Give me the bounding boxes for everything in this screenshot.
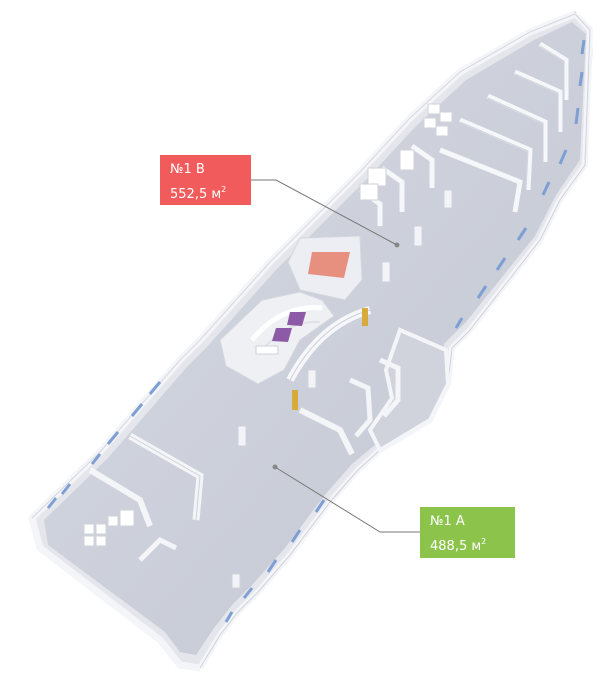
zone-b-area-unit-sup: 2 bbox=[221, 185, 227, 194]
zone-b-label: №1 В 552,5 м2 bbox=[160, 155, 251, 205]
pink-room bbox=[308, 252, 350, 278]
upper-rooms bbox=[358, 41, 569, 226]
toilet-block-top bbox=[359, 103, 453, 201]
windows bbox=[46, 39, 586, 623]
right-bay bbox=[298, 327, 451, 456]
zone-b-leader-line bbox=[251, 179, 398, 246]
purple-room-1 bbox=[287, 312, 306, 326]
zone-a-area: 488,5 м bbox=[430, 539, 482, 554]
purple-room-2 bbox=[272, 328, 292, 342]
central-core bbox=[219, 235, 372, 385]
zone-a-label: №1 А 488,5 м2 bbox=[420, 507, 515, 558]
lower-rooms bbox=[83, 432, 241, 589]
zone-a-name: №1 А bbox=[430, 514, 465, 529]
zone-b-name: №1 В bbox=[170, 162, 205, 177]
zone-b-area: 552,5 м bbox=[170, 187, 222, 202]
zone-a-leader-line bbox=[274, 466, 420, 533]
pillars bbox=[237, 189, 453, 447]
zone-a-area-unit-sup: 2 bbox=[481, 537, 487, 546]
gold-doors bbox=[292, 308, 368, 410]
